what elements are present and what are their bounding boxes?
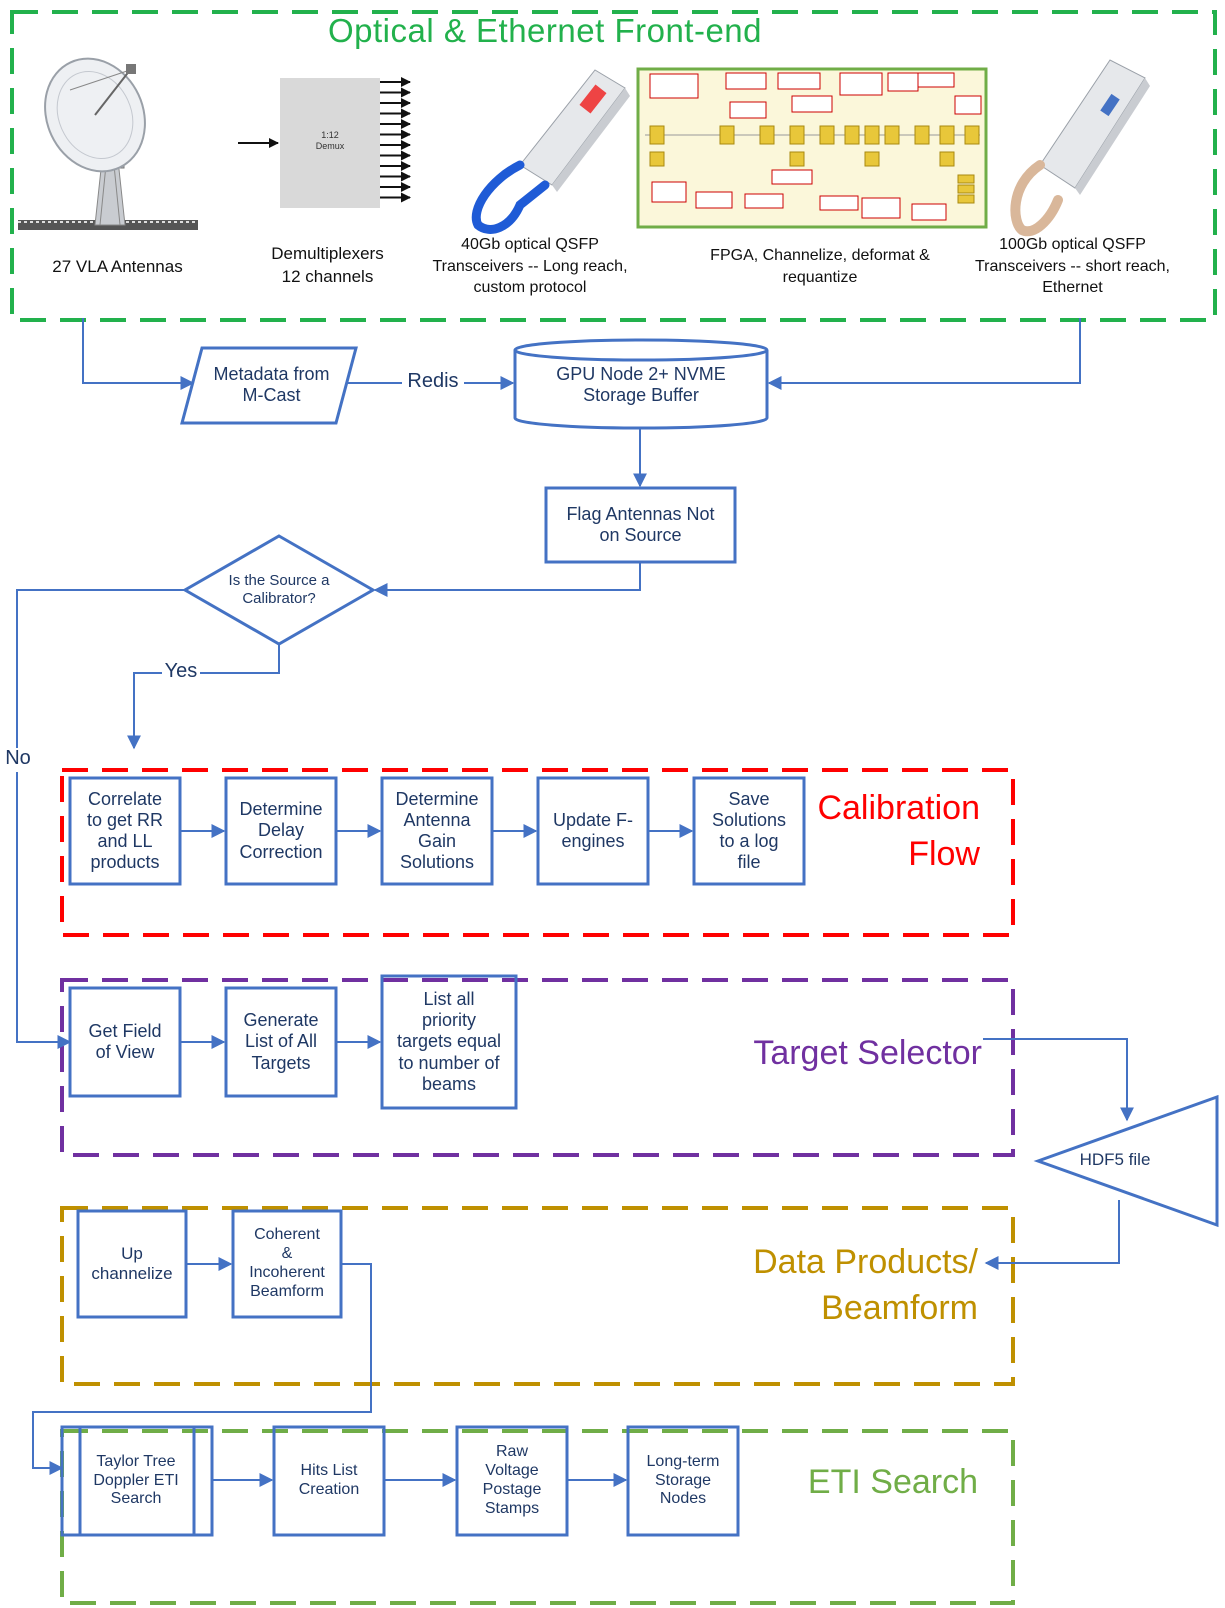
fpga-block [957, 194, 975, 204]
eti-step-1: Taylor Tree Doppler ETI Search [93, 1452, 179, 1508]
fpga-block [939, 151, 955, 167]
connectors [16, 318, 1134, 1475]
cal-step-3: Determine Antenna Gain Solutions [395, 788, 479, 873]
fpga-caption: FPGA, Channelize, deformat & requantize [710, 247, 930, 286]
frontend-frame [10, 10, 1217, 322]
decision-no-arrow [16, 589, 185, 1049]
cal-step-5: Save Solutions to a log file [711, 788, 787, 873]
fpga-block [864, 151, 880, 167]
demux-label: 1:12 Demux [315, 130, 345, 151]
products-frame [60, 1206, 1015, 1386]
fpga-block [789, 125, 805, 145]
target-to-hdf5-arrow [983, 1038, 1134, 1122]
products-title: Data Products/ Beamform [753, 1243, 978, 1327]
products-step-1: Up channelize [91, 1243, 173, 1283]
gpu-node-label: GPU Node 2+ NVME Storage Buffer [556, 363, 726, 405]
yes-label: Yes [164, 660, 198, 682]
fpga-block [719, 125, 735, 145]
fpga-block [819, 125, 835, 145]
cal-step-2: Determine Delay Correction [239, 799, 323, 862]
flag-to-decision-arrow [373, 562, 641, 597]
eti-step-3: Raw Voltage Postage Stamps [482, 1443, 542, 1517]
demux-illustration [238, 78, 380, 208]
fpga-block [649, 125, 665, 145]
target-step-3: List all priority targets equal to numbe… [396, 988, 502, 1094]
fpga-illustration [636, 67, 988, 229]
eti-step-box [626, 1425, 740, 1537]
fpga-blocks [649, 125, 980, 204]
hdf5-label: HDF5 file [1079, 1150, 1151, 1169]
fpga-block [964, 125, 980, 145]
fpga-block [649, 151, 665, 167]
calibration-title: Calibration Flow [817, 789, 980, 873]
demux-caption: Demultiplexers 12 channels [271, 244, 384, 286]
antennas-caption: 27 VLA Antennas [52, 257, 183, 276]
fpga-block [789, 151, 805, 167]
target-step-box [380, 974, 518, 1110]
target-frame [60, 978, 1015, 1157]
flag-antennas-label: Flag Antennas Not on Source [566, 503, 715, 545]
fpga-block [864, 125, 880, 145]
step-arrows [180, 824, 694, 1487]
qsfp40-illustration [471, 69, 630, 234]
fpga-block [844, 125, 860, 145]
qsfp40-caption: 40Gb optical QSFP Transceivers -- Long r… [432, 236, 628, 297]
eti-step-4: Long-term Storage Nodes [646, 1452, 720, 1508]
demux-output-arrows [380, 77, 411, 203]
fpga-block [957, 174, 975, 184]
target-step-2: Generate List of All Targets [243, 1010, 319, 1073]
cal-step-1: Correlate to get RR and LL products [86, 788, 164, 873]
antenna-illustration [18, 57, 198, 230]
fpga-block [884, 125, 900, 145]
metadata-shape [180, 346, 358, 425]
gpu-node-shape [513, 338, 769, 430]
qsfp100-illustration [1010, 59, 1150, 237]
no-label: No [5, 747, 31, 769]
fpga-block [939, 125, 955, 145]
target-title: Target Selector [753, 1034, 982, 1072]
eti-title: ETI Search [807, 1463, 978, 1501]
target-step-1: Get Field of View [88, 1020, 162, 1062]
fpga-block [957, 184, 975, 194]
decision-yes-arrow [127, 644, 280, 750]
cal-step-4: Update F- engines [552, 809, 634, 851]
products-to-eti-arrow [32, 1263, 372, 1475]
eti-step-2: Hits List Creation [298, 1462, 360, 1498]
frontend-title: Optical & Ethernet Front-end [327, 12, 763, 49]
fpga-block [759, 125, 775, 145]
redis-label: Redis [407, 370, 459, 392]
metadata-label: Metadata from M-Cast [213, 363, 330, 405]
hdf5-shape [1033, 1094, 1219, 1228]
fpga-block [914, 125, 930, 145]
products-step-2: Coherent & Incoherent Beamform [249, 1226, 325, 1300]
qsfp100-to-gpu-arrow [767, 318, 1081, 390]
cal-step-box [692, 776, 806, 886]
decision-label: Is the Source a Calibrator? [228, 572, 330, 607]
antenna-to-metadata-arrow [82, 318, 195, 390]
qsfp100-caption: 100Gb optical QSFP Transceivers -- short… [974, 236, 1170, 297]
hdf5-to-products-arrow [984, 1200, 1120, 1270]
